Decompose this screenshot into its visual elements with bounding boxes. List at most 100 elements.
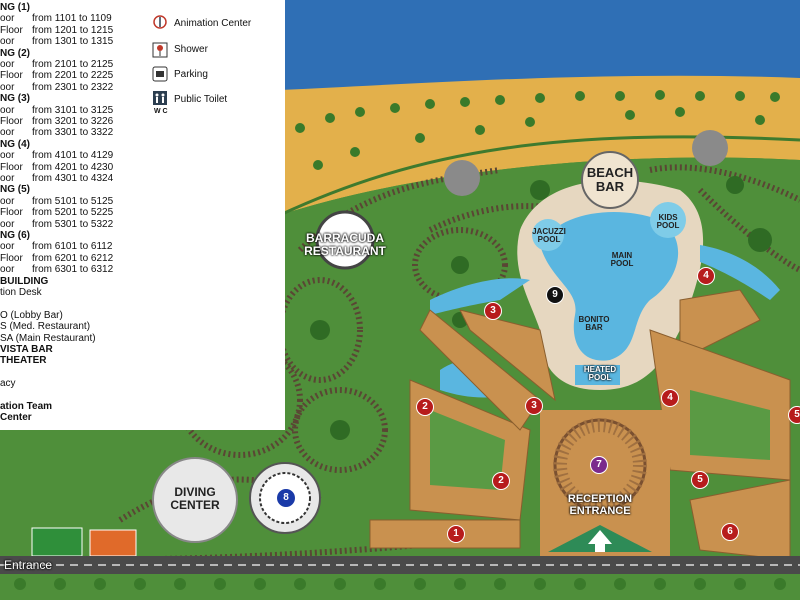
- diving-center-dome: [152, 457, 238, 543]
- beach-bar-dome: [581, 151, 639, 209]
- animation-center-icon: [152, 14, 168, 30]
- legend-row-range: from 4101 to 4129: [32, 150, 114, 162]
- inner-lawns: [430, 390, 770, 490]
- legend-row-label: oor: [0, 59, 15, 70]
- building-4b-badge: 4: [661, 389, 679, 407]
- legend-row-label: NG (4): [0, 138, 30, 150]
- legend-row-range: from 6201 to 6212: [32, 252, 114, 264]
- key-shower-label: Shower: [174, 44, 208, 55]
- key-toilet-sublabel: W C: [154, 108, 168, 115]
- legend-row-label: NG (2): [0, 47, 30, 59]
- legend-row-range: from 4301 to 4324: [32, 173, 114, 184]
- reception-dome-inner: [553, 418, 647, 512]
- legend-row-range: from 4201 to 4230: [32, 161, 114, 173]
- legend-row-label: VISTA BAR: [0, 344, 53, 355]
- key-animation-label: Animation Center: [174, 18, 252, 29]
- legend-row-range: from 3301 to 3322: [32, 127, 114, 139]
- building-1-badge: 1: [447, 525, 465, 543]
- legend-row-label: O (Lobby Bar): [0, 309, 63, 321]
- heated-pool-label: HEATED POOL: [583, 365, 617, 383]
- legend-row-label: Floor: [0, 70, 23, 82]
- building-2-badge: 2: [416, 398, 434, 416]
- legend-row-range: from 6101 to 6112: [32, 241, 113, 253]
- parking-icon: [152, 66, 168, 82]
- legend-row-range: from 5301 to 5322: [32, 218, 114, 230]
- key-parking-label: Parking: [174, 69, 208, 80]
- legend-row-range: from 1201 to 1215: [32, 24, 114, 36]
- legend-row-label: acy: [0, 378, 16, 390]
- legend-row-label: oor: [0, 127, 15, 139]
- legend-row-range: from 6301 to 6312: [32, 264, 114, 276]
- legend-row-label: BUILDING: [0, 275, 49, 287]
- building-4-badge: 4: [697, 267, 715, 285]
- jacuzzi-pool-label: JACUZZI POOL: [532, 227, 566, 245]
- legend-row-label: SA (Main Restaurant): [0, 332, 96, 344]
- public-toilet-icon: [152, 90, 168, 106]
- building-5-badge: 5: [691, 471, 709, 489]
- entrance-label: Entrance: [4, 558, 53, 572]
- roadside-trees: [14, 578, 786, 590]
- tennis-court: [89, 529, 137, 557]
- legend-row-label: ation Team: [0, 401, 53, 412]
- legend-row-label: oor: [0, 13, 15, 25]
- legend-row-label: S (Med. Restaurant): [0, 321, 91, 333]
- beach-hut-east: [692, 130, 728, 166]
- kids-pool: [650, 202, 686, 238]
- building-7-badge: 7: [590, 456, 608, 474]
- legend-row-range: from 2101 to 2125: [32, 59, 114, 70]
- beach-palms: [295, 90, 780, 170]
- legend-row-range: from 2301 to 2322: [32, 81, 114, 93]
- legend-row-label: Floor: [0, 24, 23, 36]
- legend-row-range: from 5201 to 5225: [32, 207, 114, 219]
- legend-row-label: Floor: [0, 161, 23, 173]
- building-9-badge: 9: [546, 286, 564, 304]
- west-pool: [430, 278, 530, 315]
- jacuzzi-pool: [532, 219, 564, 251]
- diving-center-label: DIVING CENTER: [170, 485, 220, 512]
- legend-row-label: Floor: [0, 252, 23, 264]
- legend-row-range: from 3201 to 3226: [32, 116, 114, 127]
- main-pool: [540, 212, 679, 361]
- building-2b-badge: 2: [492, 472, 510, 490]
- heated-pool: [575, 365, 620, 385]
- kids-pool-label: KIDS POOL: [656, 213, 680, 231]
- legend-row-label: Floor: [0, 207, 23, 219]
- legend-row-label: NG (5): [0, 184, 30, 196]
- building-3-badge: 3: [484, 302, 502, 320]
- main-pool-label: MAIN POOL: [610, 251, 634, 269]
- legend-row-label: Floor: [0, 116, 23, 127]
- legend-row-range: from 5101 to 5125: [32, 195, 114, 207]
- football-field: [31, 527, 83, 557]
- legend-row-label: NG (6): [0, 230, 30, 241]
- shower-icon: [152, 42, 168, 58]
- legend-row-label: oor: [0, 81, 15, 93]
- legend-row-range: from 2201 to 2225: [32, 70, 114, 82]
- legend-row-range: from 3101 to 3125: [32, 104, 114, 116]
- legend-row-label: oor: [0, 104, 15, 116]
- legend-row-range: from 1301 to 1315: [32, 36, 114, 48]
- building-3b-badge: 3: [525, 397, 543, 415]
- building-8-badge: 8: [276, 488, 296, 508]
- legend-row-label: tion Desk: [0, 287, 42, 298]
- legend-row-label: oor: [0, 264, 15, 276]
- legend-row-label: oor: [0, 218, 15, 230]
- bonito-bar-label: BONITO BAR: [578, 315, 610, 333]
- legend-row-label: oor: [0, 195, 15, 207]
- entrance-arrow: [588, 530, 612, 552]
- legend-row-label: Center: [0, 412, 32, 424]
- legend-row-range: from 1101 to 1109: [32, 13, 112, 25]
- beach-hut-west: [444, 160, 480, 196]
- legend-row-label: oor: [0, 241, 15, 253]
- legend-row-label: NG (1): [0, 2, 30, 13]
- legend-row-label: THEATER: [0, 355, 47, 367]
- legend-row-label: oor: [0, 36, 15, 48]
- legend-row-label: oor: [0, 173, 15, 184]
- legend-row-label: oor: [0, 150, 15, 162]
- barracuda-dome: [315, 210, 375, 270]
- barracuda-restaurant-label: BARRACUDA RESTAURANT: [304, 231, 386, 258]
- legend-row-label: NG (3): [0, 93, 30, 105]
- building-5b-badge: 5: [788, 406, 800, 424]
- key-toilet-label: Public Toilet: [174, 94, 228, 105]
